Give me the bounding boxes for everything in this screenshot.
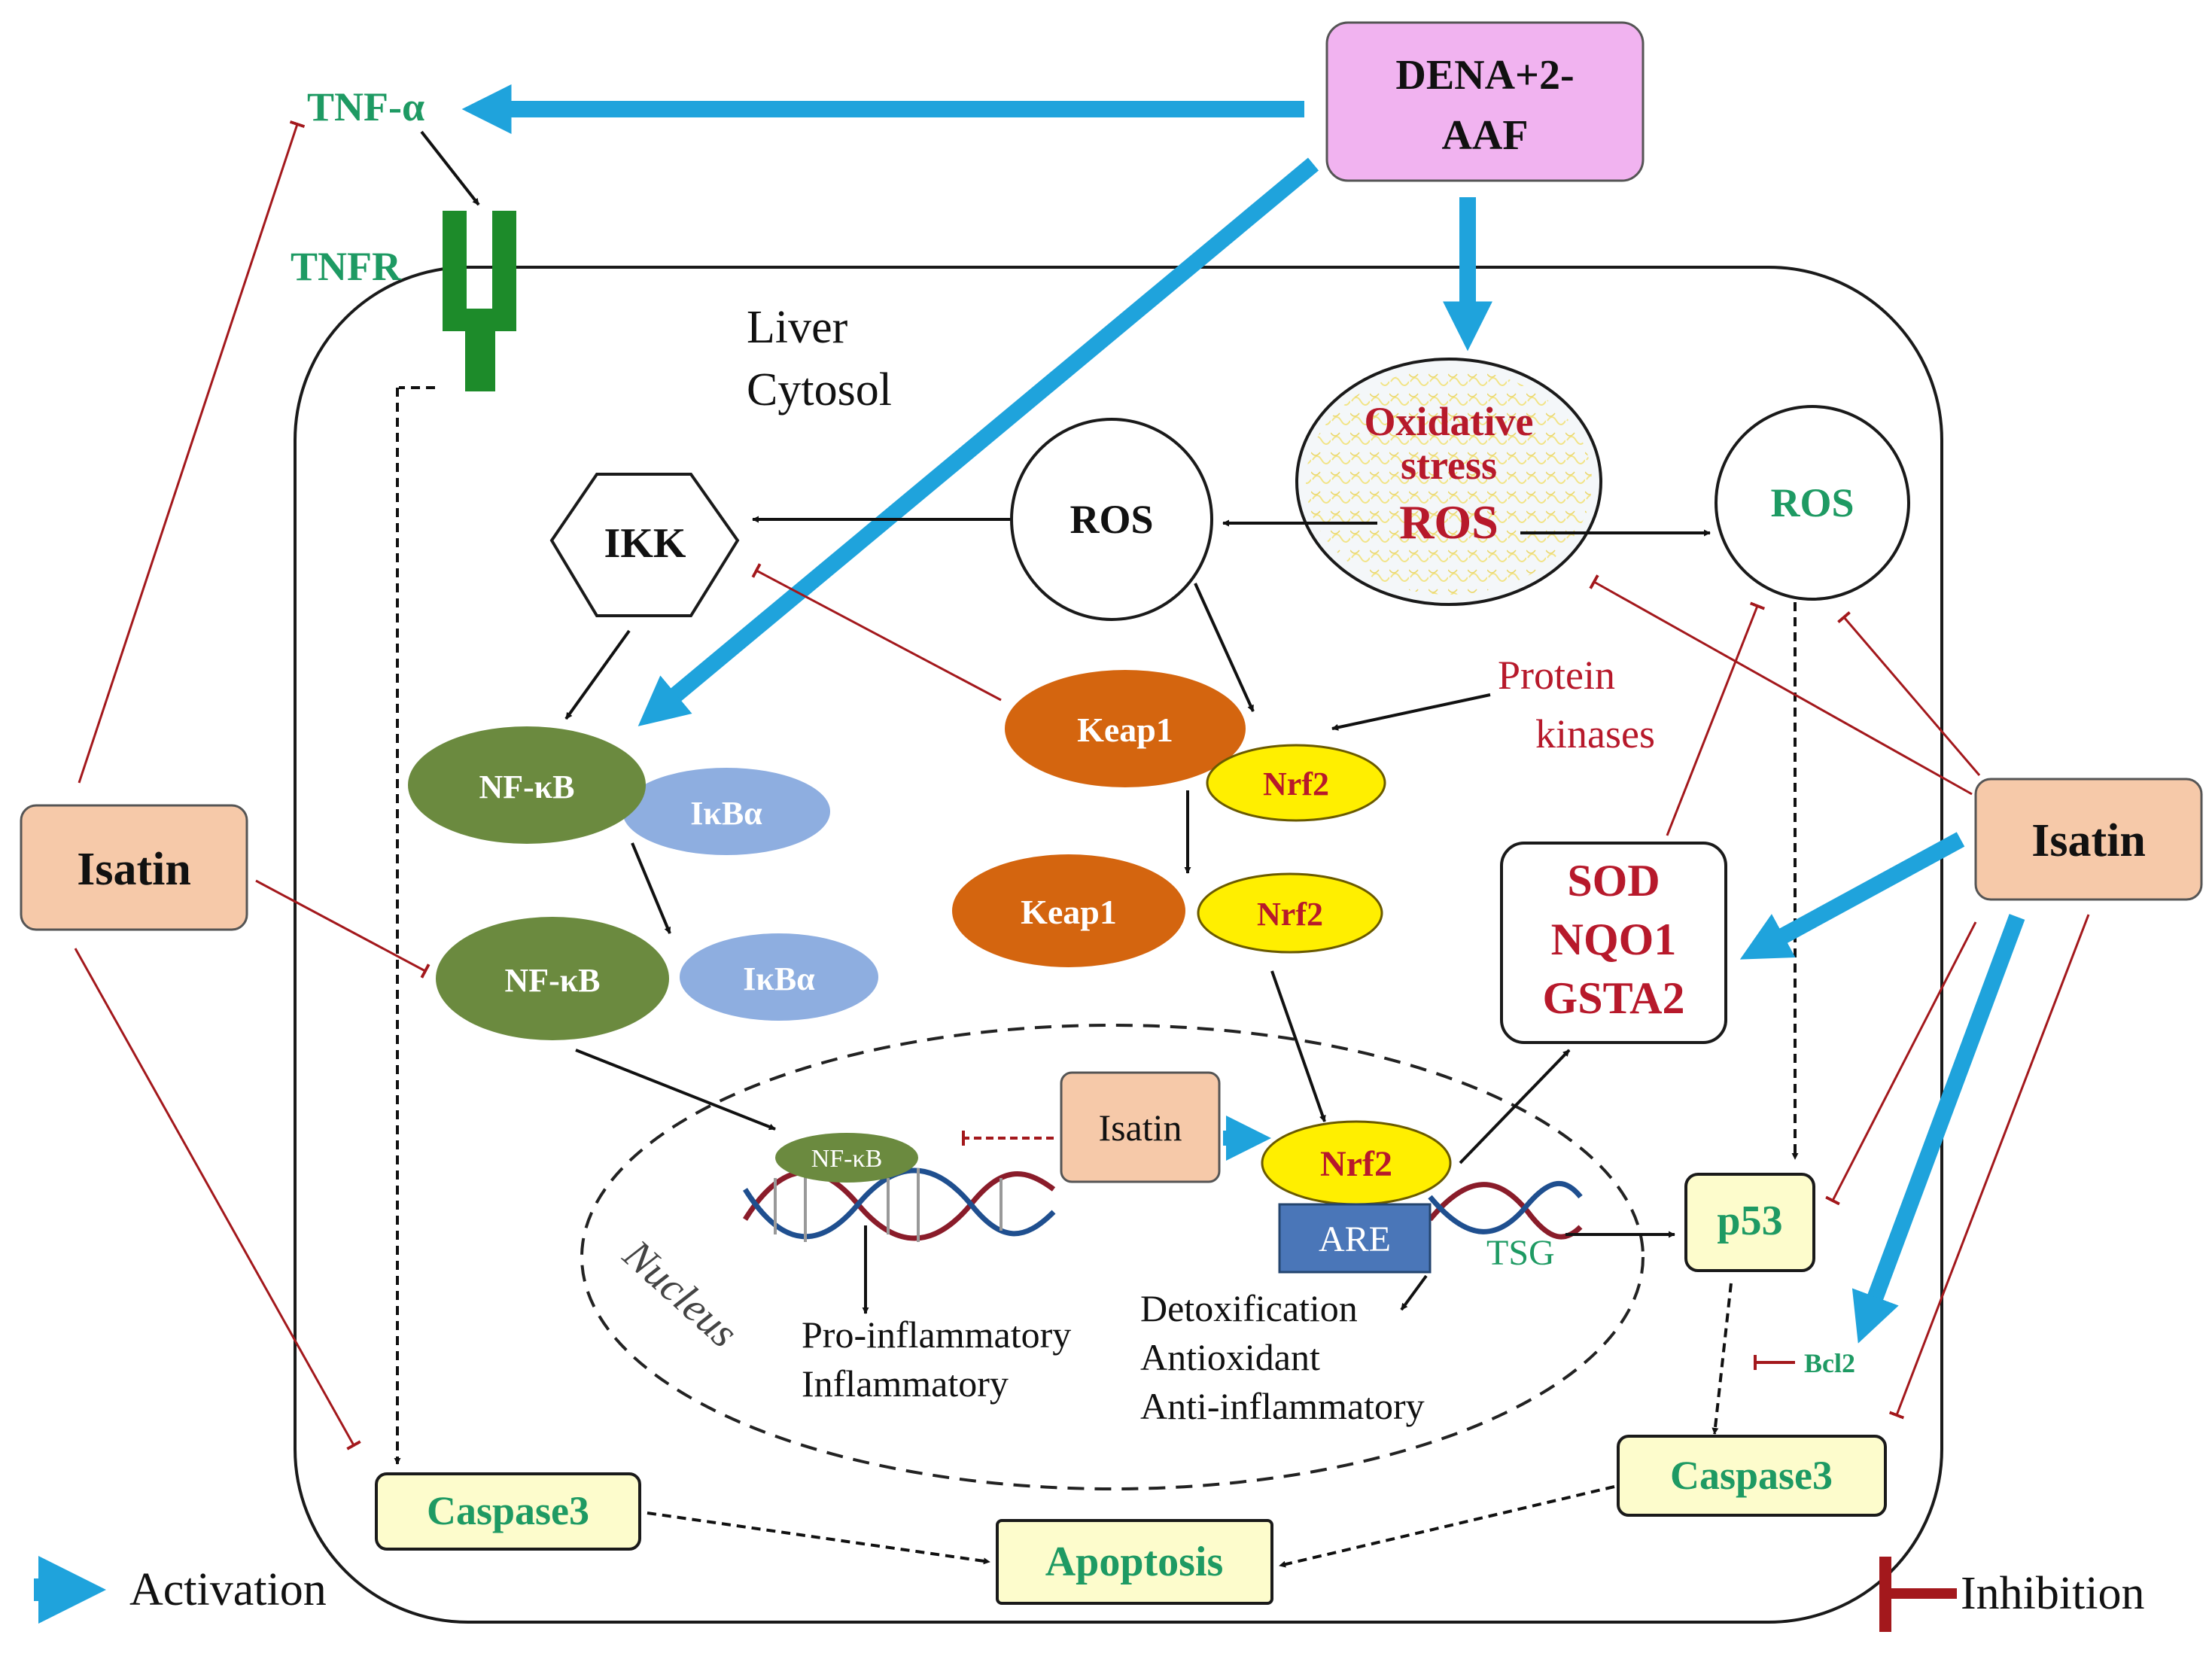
nrf2-lower-label: Nrf2 <box>1257 896 1323 933</box>
nrf2-upper-label: Nrf2 <box>1263 766 1329 802</box>
nucleus-boundary <box>580 1024 1645 1490</box>
legend-inhibition-bar <box>1879 1557 1891 1632</box>
p53-label: p53 <box>1717 1198 1782 1244</box>
ros-left-node <box>1010 418 1213 621</box>
keap1-inhibits-ikk <box>751 563 1002 702</box>
isatin-inhibits-caspase3-right <box>1888 914 2090 1420</box>
isatin-activates-bcl2 <box>1851 914 2025 1344</box>
nfkb-upper-label: NF-κB <box>479 769 574 805</box>
caspase3-left-to-apoptosis <box>647 1511 990 1565</box>
nrf2-to-nucleus-arrow <box>1270 970 1326 1122</box>
isatin-left-label: Isatin <box>77 844 191 895</box>
dena-label-line2: AAF <box>1441 112 1528 159</box>
pro-inflammatory-label: Pro-inflammatory <box>802 1314 1071 1356</box>
nqo1-label: NQO1 <box>1551 915 1677 964</box>
ikk-to-nfkb-arrow <box>564 629 631 720</box>
gsta2-label: GSTA2 <box>1543 973 1685 1023</box>
liver-cell-membrane <box>294 266 1943 1624</box>
are-label: ARE <box>1319 1219 1391 1259</box>
nfkb-nuclear <box>775 1133 918 1183</box>
nfkb-to-nucleus-arrow <box>575 1049 776 1131</box>
nrf2-to-enzymes-arrow <box>1459 1049 1571 1164</box>
ikk-node <box>549 473 740 617</box>
ros-right-node <box>1715 405 1910 601</box>
tnf-binds-tnfr-arrow <box>420 130 480 206</box>
protein-kinases-line1: Protein <box>1498 653 1615 698</box>
ikba-lower <box>680 933 878 1021</box>
oxidative-label: Oxidative <box>1365 399 1534 444</box>
nfkb-lower <box>436 917 669 1040</box>
legend-activation-label: Activation <box>129 1564 327 1615</box>
dena-label-line1: DENA+2- <box>1395 52 1574 99</box>
nfkb-upper <box>408 726 646 844</box>
dena-2aaf-box <box>1325 21 1645 182</box>
oxidative-stress-texture <box>1306 369 1592 595</box>
isatin-inhibits-p53 <box>1825 921 1977 1206</box>
cell-label-cytosol: Cytosol <box>747 364 892 416</box>
isatin-left-box <box>20 804 248 931</box>
dena-activates-nfkb-arrow <box>637 157 1319 726</box>
antioxidant-label: Antioxidant <box>1140 1336 1320 1378</box>
p53-box <box>1684 1173 1815 1272</box>
ikk-label: IKK <box>604 520 686 567</box>
keap1-lower <box>952 854 1185 967</box>
stress-label: stress <box>1401 443 1497 488</box>
kinases-to-keap1-arrow <box>1331 693 1491 731</box>
nfkb-nuclear-label: NF-κB <box>811 1145 883 1173</box>
ros-right-label: ROS <box>1770 480 1854 525</box>
isatin-activates-enzymes <box>1739 832 1965 960</box>
nucleus-label: Nucleus <box>614 1231 747 1356</box>
cell-label-liver: Liver <box>747 302 848 353</box>
apoptosis-box <box>996 1519 1273 1605</box>
are-to-detox-arrow <box>1400 1274 1428 1311</box>
caspase3-left-label: Caspase3 <box>427 1488 589 1533</box>
are-box <box>1278 1203 1432 1274</box>
caspase3-right-label: Caspase3 <box>1670 1453 1833 1498</box>
nrf2-lower <box>1197 872 1383 954</box>
tnfr-receptor <box>443 211 516 391</box>
isatin-inhibits-caspase3-left <box>74 948 361 1451</box>
enzymes-inhibit-ros-right <box>1666 601 1766 836</box>
ikba-upper <box>622 768 830 855</box>
ros-left-label: ROS <box>1069 497 1153 542</box>
keap1-upper <box>1005 670 1246 787</box>
nfkb-lower-label: NF-κB <box>504 962 600 999</box>
protein-kinases-line2: kinases <box>1535 711 1655 756</box>
isatin-right-box <box>1974 778 2203 901</box>
nrf2-nuclear-label: Nrf2 <box>1320 1144 1392 1184</box>
isatin-inhibits-nfkb <box>255 879 431 979</box>
tnf-alpha-label: TNF-α <box>307 84 424 129</box>
ikba-upper-label: IκBα <box>690 795 762 832</box>
nfkb-complex-release-arrow <box>631 842 671 934</box>
isatin-inhibits-tnf <box>78 120 306 784</box>
keap1-upper-label: Keap1 <box>1077 711 1173 749</box>
ikba-lower-label: IκBα <box>743 960 815 997</box>
apoptosis-label: Apoptosis <box>1045 1539 1224 1585</box>
nrf2-upper <box>1206 744 1386 822</box>
ros-to-keap1-arrow <box>1194 583 1255 712</box>
dna-helix-right <box>1428 1181 1583 1240</box>
isatin-right-label: Isatin <box>2031 815 2146 866</box>
tsg-label: TSG <box>1486 1233 1555 1273</box>
inflammatory-label: Inflammatory <box>802 1362 1009 1405</box>
antioxidant-enzymes-box <box>1500 842 1727 1044</box>
dna-helix-left <box>743 1167 1056 1242</box>
stress-ros-label: ROS <box>1399 495 1499 549</box>
legend-inhibition-label: Inhibition <box>1961 1568 2145 1619</box>
keap1-lower-label: Keap1 <box>1021 893 1117 931</box>
tnfr-label: TNFR <box>291 244 402 289</box>
isatin-inhibits-stress <box>1589 574 1973 796</box>
isatin-nucleus-label: Isatin <box>1098 1107 1182 1149</box>
sod-label: SOD <box>1567 856 1660 906</box>
p53-to-caspase3-arrow <box>1711 1283 1733 1435</box>
isatin-inhibits-ros-right <box>1837 610 1981 776</box>
caspase3-left-box <box>375 1472 641 1551</box>
caspase3-right-box <box>1617 1435 1887 1517</box>
isatin-nucleus-box <box>1060 1071 1221 1183</box>
bcl2-label: Bcl2 <box>1804 1348 1855 1378</box>
detoxification-label: Detoxification <box>1140 1287 1358 1329</box>
anti-inflammatory-label: Anti-inflammatory <box>1140 1385 1425 1427</box>
caspase3-right-to-apoptosis <box>1279 1485 1615 1568</box>
